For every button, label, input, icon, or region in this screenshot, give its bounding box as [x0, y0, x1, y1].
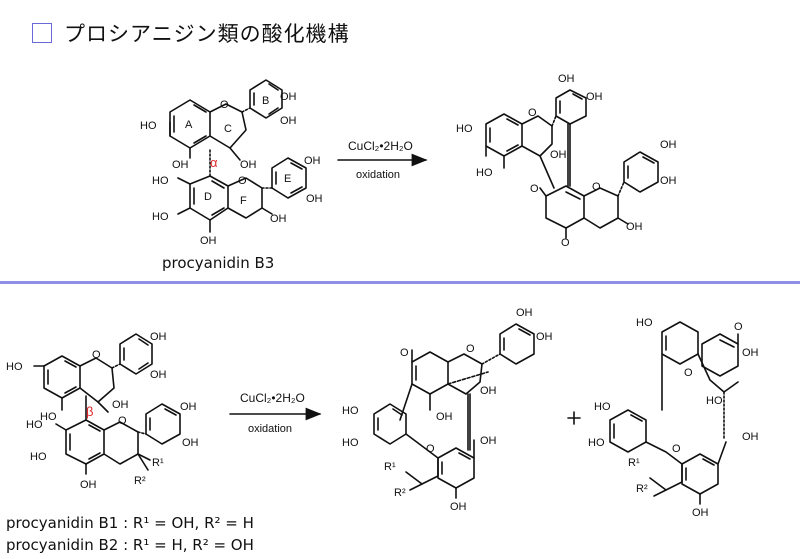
atom-label: OH: [692, 507, 709, 519]
condition-1: oxidation: [356, 169, 400, 181]
section-divider: [0, 281, 800, 284]
atom-label: O: [92, 349, 101, 361]
atom-label: HO: [26, 419, 43, 431]
checkbox-icon: [32, 23, 52, 43]
atom-label: O: [238, 175, 247, 187]
product-2a-structure: [373, 323, 535, 499]
atom-label: O: [118, 415, 127, 427]
ring-label-f: F: [240, 195, 247, 207]
stereo-beta: β: [86, 404, 93, 419]
atom-label: O: [466, 343, 475, 355]
atom-label: OH: [200, 235, 217, 247]
atom-label: OH: [586, 91, 603, 103]
product-2b-structure: [609, 321, 739, 505]
legend-b2: procyanidin B2 : R¹ = H, R² = OH: [6, 536, 254, 554]
ring-label-a: A: [185, 119, 193, 131]
atom-label: OH: [436, 411, 453, 423]
atom-label: OH: [172, 159, 189, 171]
atom-label: HO: [476, 167, 493, 179]
reagent-1: CuCl₂•2H₂O: [348, 139, 413, 153]
atom-label: OH: [306, 193, 323, 205]
ring-label-c: C: [224, 123, 232, 135]
reagent-2: CuCl₂•2H₂O: [240, 391, 305, 405]
atom-label: HO: [30, 451, 47, 463]
ring-label-e: E: [284, 173, 291, 185]
r1-label: R¹: [628, 457, 640, 469]
atom-label: HO: [706, 395, 723, 407]
r1-label: R¹: [152, 457, 164, 469]
atom-label: OH: [112, 399, 129, 411]
atom-label: HO: [6, 361, 23, 373]
atom-label: OH: [480, 435, 497, 447]
ring-label-b: B: [262, 95, 269, 107]
atom-label: OH: [660, 175, 677, 187]
stereo-alpha: α: [210, 155, 218, 170]
condition-2: oxidation: [248, 423, 292, 435]
atom-label: O: [561, 237, 570, 249]
atom-label: O: [528, 107, 537, 119]
procyanidin-b3-structure: [169, 79, 307, 233]
atom-label: O: [426, 443, 435, 455]
atom-label: HO: [456, 123, 473, 135]
ring-label-d: D: [204, 191, 212, 203]
atom-label: OH: [80, 479, 97, 491]
atom-label: O: [530, 183, 539, 195]
atom-label: OH: [150, 331, 167, 343]
atom-label: OH: [536, 331, 553, 343]
atom-label: HO: [40, 411, 57, 423]
title-text: プロシアニジン類の酸化機構: [64, 22, 350, 46]
atom-label: HO: [588, 437, 605, 449]
atom-label: OH: [150, 369, 167, 381]
atom-label: HO: [594, 401, 611, 413]
atom-label: OH: [742, 347, 759, 359]
atom-label: OH: [304, 155, 321, 167]
atom-label: O: [400, 347, 409, 359]
atom-label: O: [592, 181, 601, 193]
page-title: プロシアニジン類の酸化機構: [32, 18, 350, 48]
atom-label: OH: [742, 431, 759, 443]
r2-label: R²: [636, 483, 648, 495]
atom-label: O: [672, 443, 681, 455]
atom-label: OH: [550, 149, 567, 161]
atom-label: OH: [558, 73, 575, 85]
atom-label: OH: [182, 437, 199, 449]
atom-label: HO: [152, 175, 169, 187]
legend-b1: procyanidin B1 : R¹ = OH, R² = H: [6, 514, 254, 532]
atom-label: OH: [626, 221, 643, 233]
atom-label: OH: [270, 213, 287, 225]
atom-label: OH: [450, 501, 467, 513]
atom-label: HO: [636, 317, 653, 329]
atom-label: OH: [280, 115, 297, 127]
atom-label: HO: [152, 211, 169, 223]
atom-label: OH: [280, 91, 297, 103]
reactant-name: procyanidin B3: [162, 254, 274, 272]
atom-label: OH: [180, 401, 197, 413]
atom-label: HO: [342, 405, 359, 417]
r2-label: R²: [394, 487, 406, 499]
atom-label: O: [220, 99, 229, 111]
r1-label: R¹: [384, 461, 396, 473]
procyanidin-b1-b2-structure: [33, 333, 181, 475]
atom-label: OH: [660, 139, 677, 151]
plus-sign: +: [564, 409, 575, 429]
atom-label: HO: [342, 437, 359, 449]
atom-label: O: [734, 321, 743, 333]
atom-label: HO: [140, 120, 157, 132]
product-1-structure: [485, 89, 659, 239]
atom-label: OH: [516, 307, 533, 319]
r2-label: R²: [134, 475, 146, 487]
atom-label: O: [684, 367, 693, 379]
atom-label: OH: [240, 159, 257, 171]
atom-label: OH: [480, 385, 497, 397]
